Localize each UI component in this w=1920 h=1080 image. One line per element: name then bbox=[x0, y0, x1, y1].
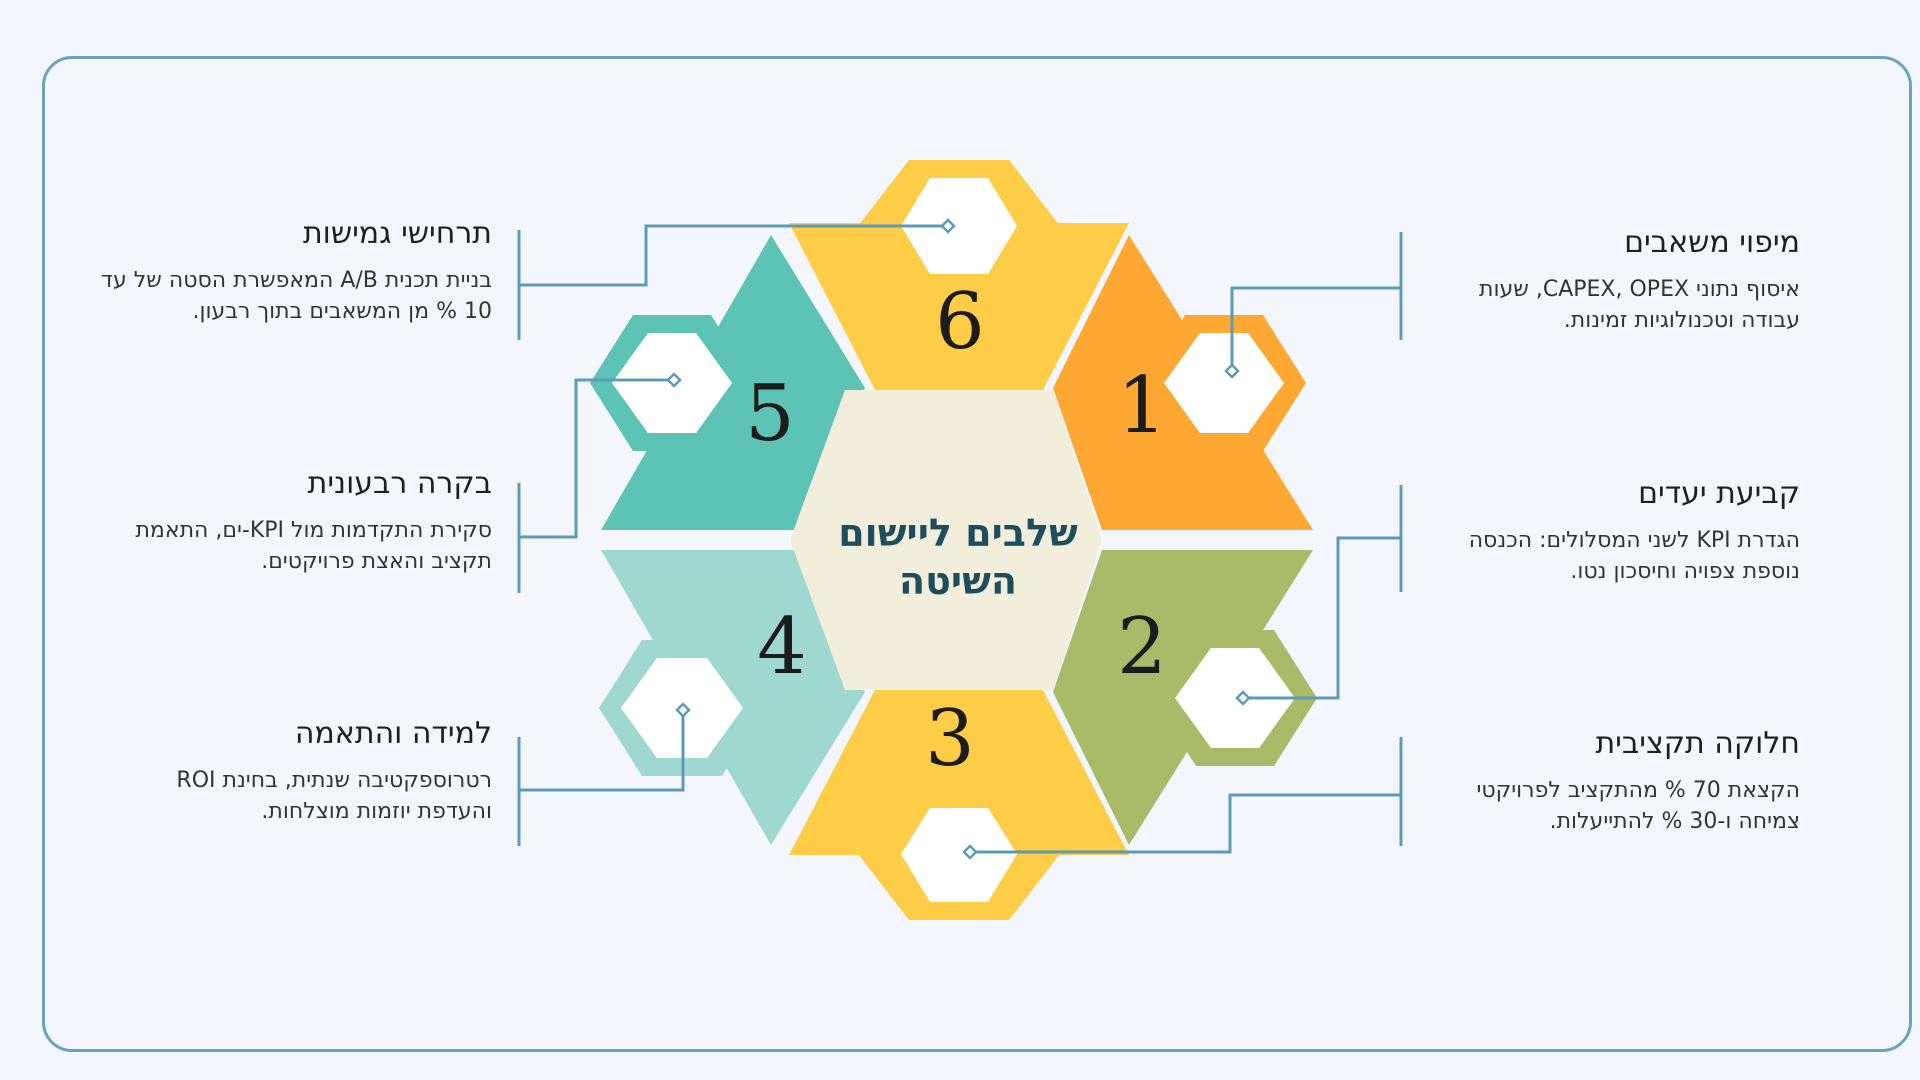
step-2-text: קביעת יעדים הגדרת KPI לשני המסלולים: הכנ… bbox=[1440, 476, 1800, 587]
step-number-3: 3 bbox=[925, 694, 975, 784]
connector-lines bbox=[517, 224, 1403, 854]
step-5-desc: סקירת התקדמות מול KPI-ים, התאמת תקציב וה… bbox=[135, 518, 492, 574]
step-hexagon-5 bbox=[590, 235, 865, 530]
step-4-desc: רטרוספקטיבה שנתית, בחינת ROI והעדפת יוזמ… bbox=[176, 768, 492, 824]
step-number-5: 5 bbox=[745, 369, 795, 459]
step-number-6: 6 bbox=[935, 277, 985, 367]
step-number-1: 1 bbox=[1117, 361, 1167, 451]
step-3-text: חלוקה תקציבית הקצאת 70 % מהתקציב לפרויקט… bbox=[1440, 726, 1800, 837]
step-4-text: למידה והתאמה רטרוספקטיבה שנתית, בחינת RO… bbox=[100, 716, 492, 827]
step-6-text: תרחישי גמישות בניית תכנית A/B המאפשרת הס… bbox=[100, 216, 492, 327]
slide-frame bbox=[42, 56, 1912, 1052]
connector-dots bbox=[666, 218, 1251, 860]
step-number-4: 4 bbox=[757, 602, 807, 692]
step-6-title: תרחישי גמישות bbox=[302, 216, 492, 251]
center-title-line-2: השיטה bbox=[899, 559, 1017, 603]
step-2-title: קביעת יעדים bbox=[1638, 476, 1800, 511]
step-5-title: בקרה רבעונית bbox=[307, 466, 492, 501]
step-3-title: חלוקה תקציבית bbox=[1595, 726, 1800, 761]
step-hexagon-6 bbox=[789, 160, 1129, 390]
center-hexagon bbox=[790, 390, 1102, 690]
step-hexagon-2 bbox=[1053, 550, 1317, 845]
step-hexagon-3 bbox=[789, 690, 1129, 920]
step-2-desc: הגדרת KPI לשני המסלולים: הכנסה נוספת צפו… bbox=[1468, 528, 1800, 584]
step-1-title: מיפוי משאבים bbox=[1624, 225, 1800, 260]
step-1-text: מיפוי משאבים איסוף נתוני CAPEX, OPEX, שע… bbox=[1440, 225, 1800, 336]
step-3-desc: הקצאת 70 % מהתקציב לפרויקטי צמיחה ו-30 %… bbox=[1476, 778, 1800, 834]
step-5-text: בקרה רבעונית סקירת התקדמות מול KPI-ים, ה… bbox=[100, 466, 492, 577]
step-number-2: 2 bbox=[1117, 602, 1167, 692]
step-4-title: למידה והתאמה bbox=[294, 716, 492, 751]
center-title-line-1: שלבים ליישום bbox=[838, 511, 1078, 555]
step-6-desc: בניית תכנית A/B המאפשרת הסטה של עד 10 % … bbox=[100, 268, 492, 324]
step-hexagon-1 bbox=[1053, 235, 1313, 530]
step-1-desc: איסוף נתוני CAPEX, OPEX, שעות עבודה וטכנ… bbox=[1479, 277, 1800, 333]
